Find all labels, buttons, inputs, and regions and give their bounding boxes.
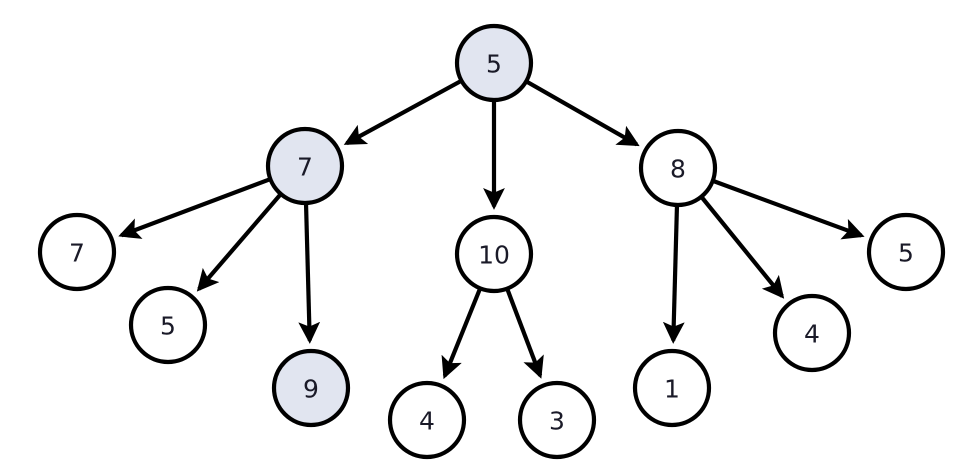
tree-edge-5-to-7 [343, 79, 462, 146]
node-circle[interactable] [37, 212, 117, 292]
tree-node-n3[interactable]: 8 [638, 128, 718, 208]
tree-node-n2[interactable]: 10 [454, 214, 534, 294]
node-label: 5 [898, 239, 914, 268]
node-label: 4 [419, 407, 435, 436]
tree-edge-8-to-1 [662, 205, 685, 344]
node-label: 3 [549, 407, 565, 436]
tree-node-n10[interactable]: 4 [772, 293, 852, 373]
node-circle[interactable] [772, 293, 852, 373]
tree-edge-5-to-8 [525, 80, 640, 147]
tree-edge-10-to-3 [505, 288, 544, 379]
tree-edge-7-to-7 [118, 177, 271, 239]
node-label: 7 [69, 239, 85, 268]
node-circle[interactable] [128, 285, 208, 365]
tree-node-n9[interactable]: 1 [632, 348, 712, 428]
node-label: 7 [297, 153, 313, 182]
node-label: 10 [478, 241, 510, 270]
edges-layer [118, 79, 865, 380]
tree-edge-8-to-4 [700, 196, 785, 299]
tree-edge-7-to-5 [196, 193, 282, 292]
node-label: 8 [670, 155, 686, 184]
node-circle-highlighted[interactable] [265, 126, 345, 206]
node-circle[interactable] [638, 128, 718, 208]
node-label: 5 [486, 50, 502, 79]
node-circle[interactable] [454, 214, 534, 294]
node-circle[interactable] [387, 380, 467, 460]
tree-node-n5[interactable]: 5 [128, 285, 208, 365]
node-label: 5 [160, 312, 176, 341]
tree-edge-7-to-9 [298, 203, 321, 344]
tree-node-n7[interactable]: 4 [387, 380, 467, 460]
tree-node-n6[interactable]: 9 [271, 348, 351, 428]
node-circle[interactable] [632, 348, 712, 428]
tree-node-n1[interactable]: 7 [265, 126, 345, 206]
node-circle-highlighted[interactable] [271, 348, 351, 428]
node-label: 9 [303, 375, 319, 404]
node-circle[interactable] [866, 212, 946, 292]
tree-node-n11[interactable]: 5 [866, 212, 946, 292]
tree-node-n0[interactable]: 5 [454, 23, 534, 103]
node-label: 1 [664, 375, 680, 404]
node-circle[interactable] [517, 380, 597, 460]
node-label: 4 [804, 320, 820, 349]
tree-edge-8-to-5 [712, 179, 865, 240]
tree-edge-10-to-4 [441, 288, 482, 380]
node-circle-highlighted[interactable] [454, 23, 534, 103]
nodes-layer: 5 7 10 8 7 5 9 4 3 1 4 5 [37, 23, 946, 460]
tree-node-n8[interactable]: 3 [517, 380, 597, 460]
tree-node-n4[interactable]: 7 [37, 212, 117, 292]
